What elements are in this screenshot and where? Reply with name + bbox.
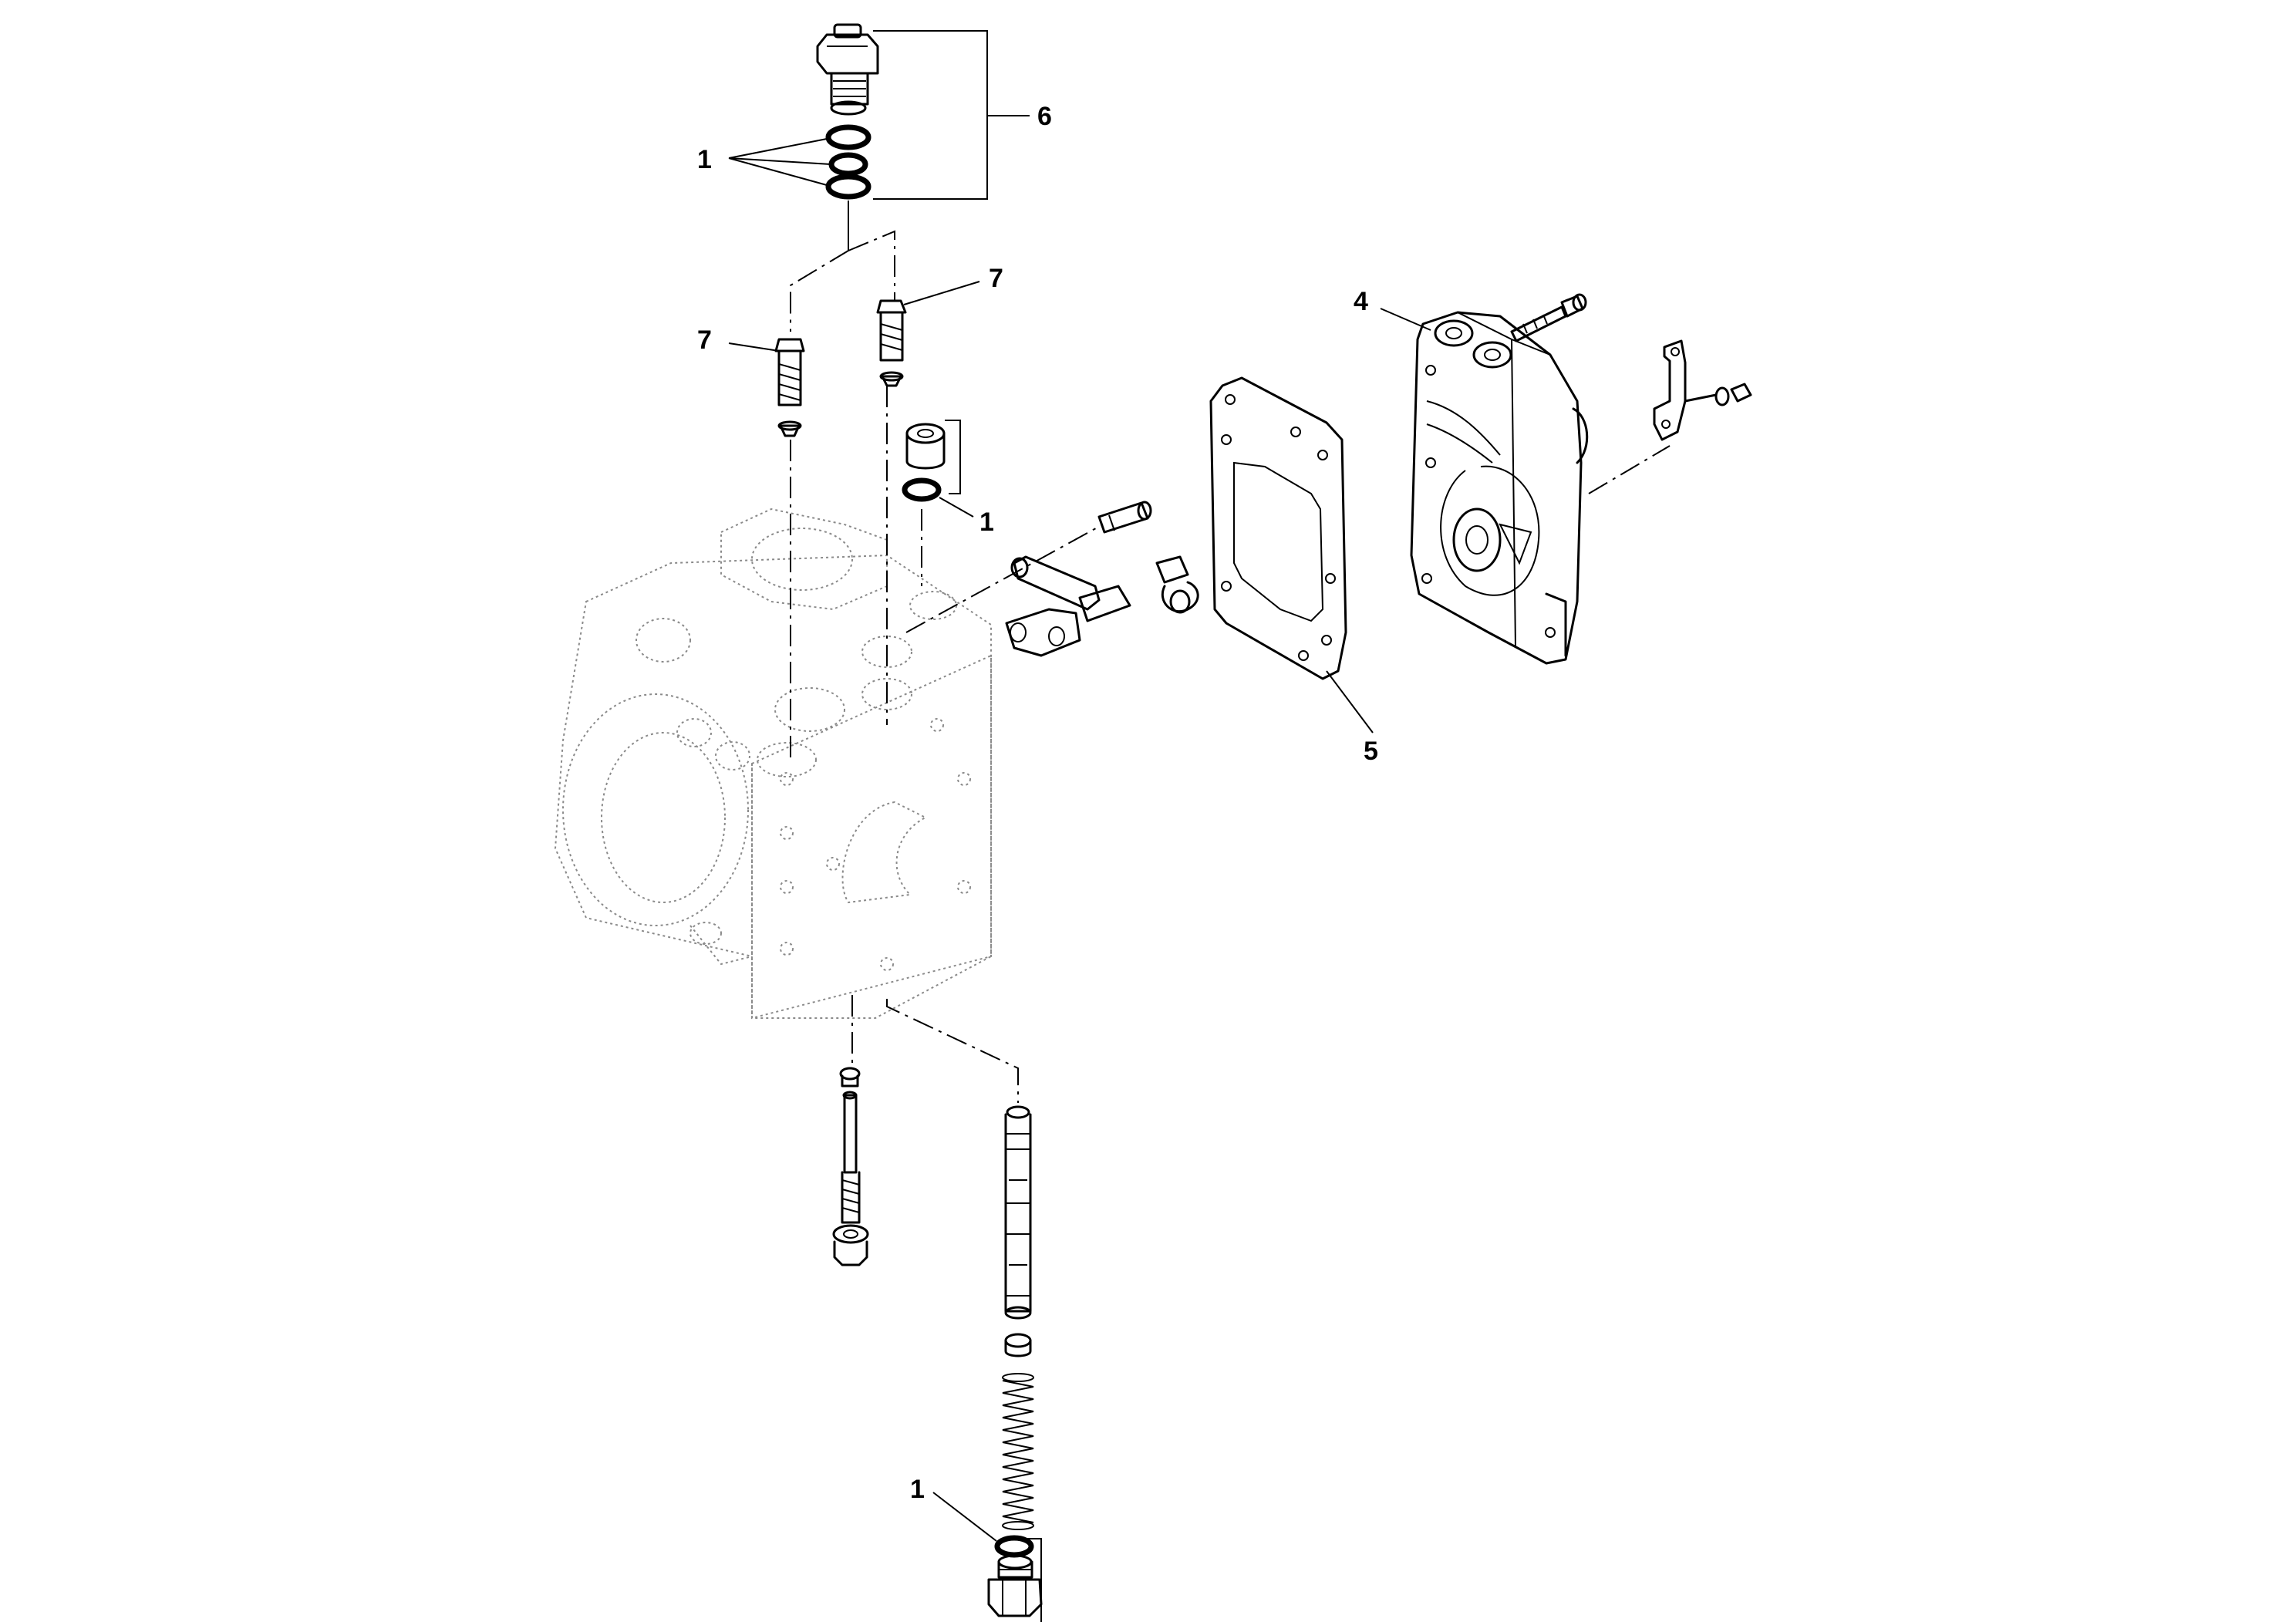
- pump-housing-ghost: [554, 508, 992, 1020]
- spring: [1002, 1373, 1034, 1530]
- check-valve-left: [774, 338, 805, 437]
- gasket: [1209, 376, 1347, 680]
- check-valve-right: [876, 299, 907, 387]
- leader-check-valve-left: [728, 342, 780, 352]
- callout-cover: 4: [1354, 287, 1368, 316]
- linkage-parts: [1005, 501, 1199, 657]
- callout-oring-top: 1: [697, 145, 712, 174]
- orings-top: [825, 124, 872, 200]
- leader-oring-plug: [939, 497, 974, 518]
- spring-seat: [1004, 1333, 1032, 1357]
- callout-oring-plug: 1: [979, 508, 994, 537]
- callout-labels: 1 6 7 7 1 4 5 1: [697, 102, 1378, 1504]
- bracket-item-6: [873, 30, 988, 200]
- end-plug: [987, 1535, 1043, 1617]
- callout-valve-assembly: 6: [1037, 102, 1052, 131]
- leader-check-valve-right: [903, 281, 980, 305]
- control-cover: [1410, 311, 1589, 665]
- leader-oring-bottom: [932, 1492, 997, 1542]
- callout-check-valve-left: 7: [697, 325, 712, 355]
- cover-bolt: [1510, 293, 1587, 342]
- callout-oring-bottom: 1: [910, 1475, 925, 1504]
- valve-cartridge: [816, 23, 879, 116]
- leader-cover: [1380, 308, 1431, 331]
- long-bolt: [832, 1067, 869, 1266]
- assembly-centerlines: [790, 201, 1671, 1103]
- callout-check-valve-right: 7: [989, 264, 1003, 293]
- leaders-orings-top: [728, 138, 831, 186]
- plug-with-oring: [902, 423, 946, 502]
- leader-gasket: [1326, 670, 1374, 733]
- callout-gasket: 5: [1364, 737, 1378, 766]
- bracket-plug: [945, 420, 961, 494]
- mounting-bracket: [1653, 339, 1752, 441]
- bracket-end-plug: [1026, 1538, 1042, 1622]
- spool: [1004, 1105, 1032, 1320]
